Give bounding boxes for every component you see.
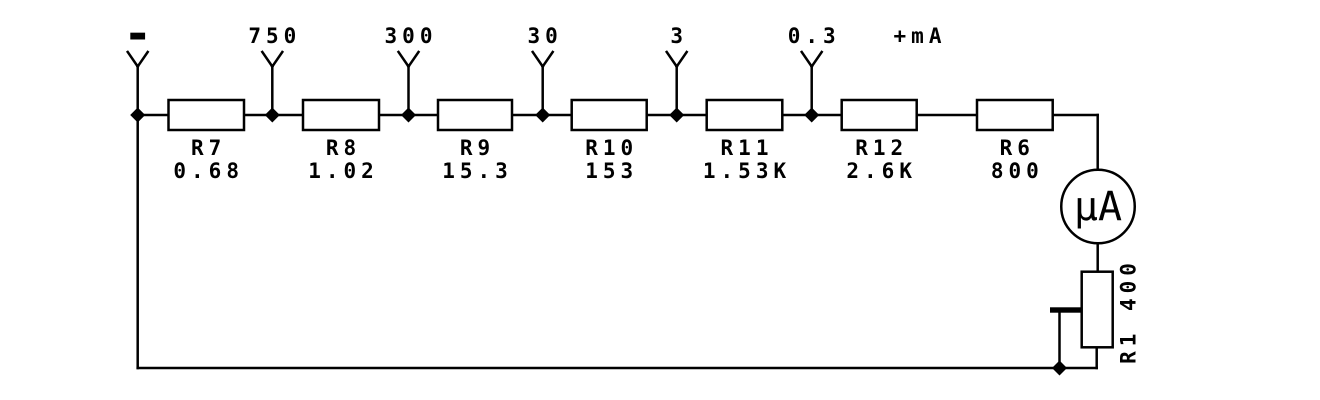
- resistor-ref: R11: [720, 136, 774, 160]
- resistor-body-R1: [1080, 270, 1114, 349]
- junction-dot: [535, 107, 551, 123]
- resistor-label-R12: R12 2.6K: [841, 137, 917, 183]
- terminal-label-plus-ma: +mA: [893, 24, 947, 48]
- meter-unit-label: µA: [1073, 184, 1123, 230]
- resistor-body-R7: [167, 98, 246, 132]
- resistor-ref: R6: [999, 136, 1035, 160]
- resistor-label-R7: R7 0.68: [168, 137, 244, 183]
- junction-dot: [669, 107, 685, 123]
- terminal-arrow-0p3: [799, 50, 824, 69]
- terminal-arrow-300: [396, 50, 421, 69]
- resistor-value: 0.68: [173, 159, 244, 183]
- terminal-label-0p3: 0.3: [787, 24, 841, 48]
- resistor-body-R12: [840, 98, 918, 132]
- resistor-ref: R9: [459, 136, 496, 160]
- resistor-value: 800: [990, 159, 1044, 183]
- terminal-arrow-30: [530, 50, 555, 69]
- resistor-value: 153: [585, 159, 639, 183]
- resistor-body-R10: [570, 98, 648, 132]
- terminal-label-3: 3: [670, 24, 689, 48]
- resistor-label-R9: R9 15.3: [437, 137, 513, 183]
- resistor-label-R6: R6 800: [986, 137, 1044, 183]
- resistor-body-R8: [301, 98, 381, 132]
- resistor-body-R11: [705, 98, 784, 132]
- terminal-arrow-minus: [125, 50, 150, 69]
- terminal-arrow-750: [260, 50, 285, 69]
- resistor-body-R6: [975, 98, 1054, 132]
- resistor-value: 1.53K: [702, 159, 792, 183]
- junction-dot: [1052, 360, 1067, 376]
- resistor-ref: R10: [585, 136, 639, 160]
- resistor-value: 2.6K: [846, 159, 917, 183]
- resistor-ref: R8: [325, 136, 362, 160]
- resistor-ref: R12: [855, 136, 909, 160]
- terminal-label-750: 750: [248, 24, 302, 48]
- resistor-body-R9: [436, 98, 514, 132]
- terminal-label-30: 30: [527, 24, 563, 48]
- junction-dot: [804, 107, 820, 123]
- meter-circle: [1060, 168, 1136, 245]
- resistor-label-R10: R10 153: [580, 137, 638, 183]
- junction-dot: [401, 107, 416, 123]
- resistor-ref: R7: [191, 136, 227, 160]
- terminal-label-300: 300: [384, 24, 438, 48]
- resistor-value: 1.02: [308, 159, 379, 183]
- resistor-label-R8: R8 1.02: [303, 137, 379, 183]
- junction-dot: [130, 107, 146, 123]
- junction-dot: [264, 107, 280, 123]
- resistor-label-R11: R11 1.53K: [698, 137, 791, 183]
- trimmer-label-R1: R1 400: [1116, 258, 1141, 364]
- trimmer-wiper-bar: [1050, 307, 1082, 313]
- terminal-label-minus: -: [123, 6, 153, 62]
- resistor-value: 15.3: [442, 159, 513, 183]
- terminal-arrow-3: [664, 50, 689, 69]
